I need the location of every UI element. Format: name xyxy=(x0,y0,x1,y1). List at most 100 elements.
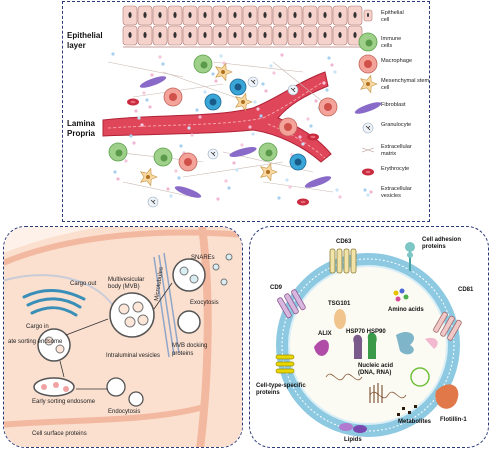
extracellular-vesicle xyxy=(256,107,260,111)
lipids-label: Lipids xyxy=(344,437,362,443)
tissue-cells xyxy=(108,54,338,208)
blood-vessel xyxy=(102,71,332,163)
extracellular-vesicle xyxy=(325,88,329,92)
intraluminal-vesicles-label: Intraluminal vesicles xyxy=(106,353,160,359)
flotillin-1-protein xyxy=(435,384,459,409)
extracellular-vesicle xyxy=(113,170,117,174)
cell-adhesion-protein xyxy=(405,242,415,271)
exocytosis-label: Exocytosis xyxy=(190,300,219,306)
legend-label: Erythrocyte xyxy=(381,166,409,172)
cd63-label: CD63 xyxy=(336,239,352,245)
extracellular-vesicle xyxy=(235,168,239,172)
hsp-label: HSP70 HSP90 xyxy=(346,329,386,335)
early-sorting-endosome xyxy=(33,377,75,397)
nucleic-acids xyxy=(325,373,407,399)
extracellular-vesicle xyxy=(224,179,228,183)
legend-label: Macrophage xyxy=(381,58,412,64)
epithelial-cell xyxy=(137,5,153,26)
epithelial-cell xyxy=(122,5,138,26)
immune-cell xyxy=(108,142,128,162)
granulocyte xyxy=(207,148,219,160)
cargo-out-label: Cargo out xyxy=(70,281,97,287)
extracellular-vesicle xyxy=(269,64,273,68)
extracellular-vesicle xyxy=(280,53,284,57)
dendritic-cell xyxy=(229,78,247,96)
epithelial-cell xyxy=(182,25,198,46)
plasma-membrane xyxy=(196,227,212,447)
extracellular-vesicle xyxy=(179,144,183,148)
extracellular-vesicle xyxy=(198,115,202,119)
extracellular-vesicle xyxy=(251,132,255,136)
epithelial-cell xyxy=(332,25,348,46)
erythrocyte xyxy=(297,198,309,206)
epithelial-cell xyxy=(212,5,228,26)
epithelial-cell xyxy=(317,25,333,46)
extracellular-vesicle xyxy=(140,123,144,127)
extracellular-vesicle xyxy=(309,124,313,128)
immune-icon xyxy=(358,32,378,52)
extracellular-vesicle xyxy=(298,135,302,139)
extracellular-vesicle xyxy=(306,117,310,121)
tsg101-protein xyxy=(334,309,346,329)
erythrocyte xyxy=(362,168,374,176)
tsg101-label: TSG101 xyxy=(328,301,351,307)
legend-label: Fibroblast xyxy=(381,102,406,108)
alix-label: ALIX xyxy=(318,331,332,337)
extracellular-vesicle xyxy=(322,81,326,85)
golgi-apparatus xyxy=(22,288,86,317)
extracellular-vesicle xyxy=(240,143,244,147)
extracellular-vesicle xyxy=(111,52,115,56)
erythrocyte xyxy=(127,98,139,106)
ev-icon xyxy=(363,188,373,197)
macrophage xyxy=(358,54,378,74)
legend-item-erythrocyte: Erythrocyte xyxy=(362,166,409,176)
extracellular-vesicle xyxy=(142,91,146,95)
extracellular-vesicle xyxy=(187,126,191,130)
extracellular-vesicle xyxy=(314,99,318,103)
cell-type-specific-protein xyxy=(275,354,295,374)
extracellular-vesicle xyxy=(132,141,136,145)
cd9-label: CD9 xyxy=(270,285,283,291)
macrophage xyxy=(163,87,183,107)
macrophage xyxy=(178,152,198,172)
epithelial-cell xyxy=(122,25,138,46)
epithelial-cell xyxy=(137,25,153,46)
epithelial-cell xyxy=(272,25,288,46)
cell-surface-proteins-label: Cell surface proteins xyxy=(32,431,87,437)
epithelial-cell xyxy=(197,25,213,46)
amino-acids xyxy=(393,288,409,302)
dna-helix xyxy=(369,383,383,403)
cd81-protein xyxy=(433,311,462,341)
extracellular-vesicle xyxy=(214,79,218,83)
rna-coil xyxy=(410,367,430,387)
microtubules-label: Microtubules xyxy=(154,267,165,302)
docked-mvb xyxy=(172,253,233,334)
legend-item-macrophage: Macrophage xyxy=(358,54,412,74)
extracellular-vesicle xyxy=(158,55,162,59)
extracellular-vesicle xyxy=(203,90,207,94)
epithelial-cell xyxy=(167,25,183,46)
extracellular-vesicle xyxy=(137,116,141,120)
extracellular-vesicle xyxy=(169,194,173,198)
mesenchymal-stem-cell xyxy=(215,62,233,82)
extracellular-vesicle xyxy=(145,98,149,102)
extracellular-vesicle xyxy=(177,176,181,180)
fibroblast xyxy=(139,76,167,88)
flotillin-label: Flotillin-1 xyxy=(440,417,467,423)
immune-cell xyxy=(358,32,378,52)
erythrocyte xyxy=(307,133,319,141)
immune-cell xyxy=(153,147,173,167)
immune-cell xyxy=(193,54,213,74)
